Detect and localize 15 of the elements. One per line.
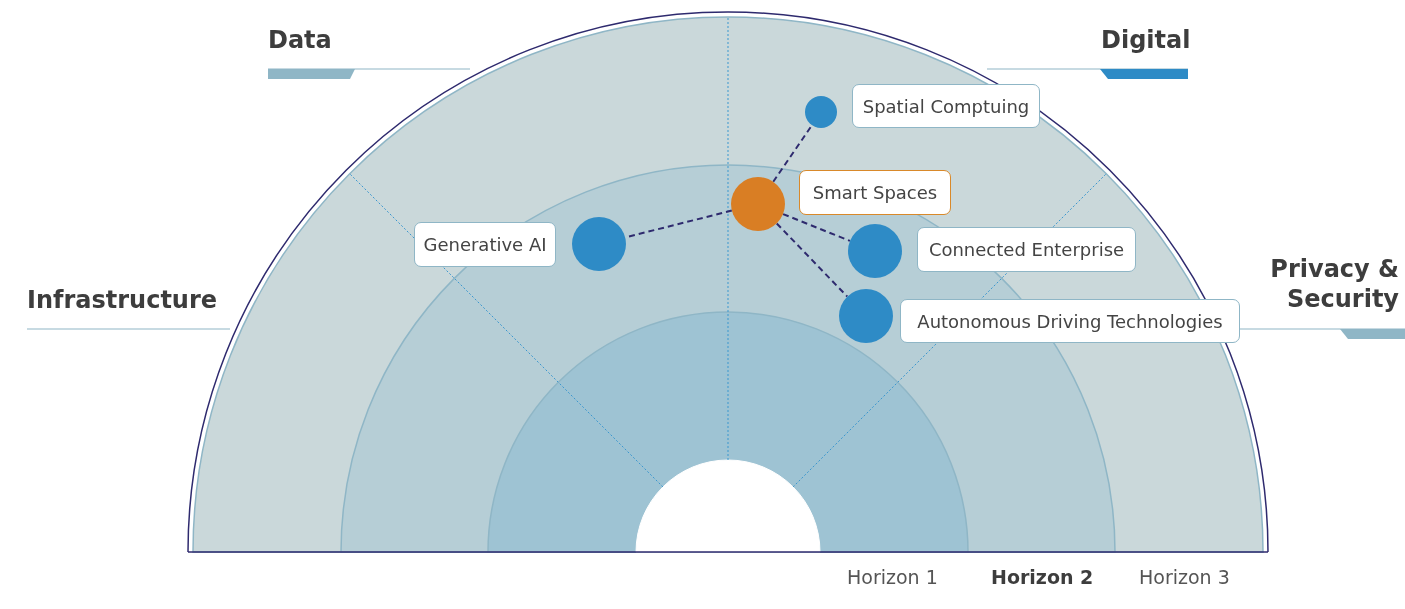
label-box: Connected Enterprise — [917, 227, 1136, 272]
label-box: Autonomous Driving Technologies — [900, 299, 1240, 343]
label-box: Smart Spaces — [799, 170, 951, 215]
sector-heading: Infrastructure — [27, 286, 218, 314]
label-box: Spatial Comptuing — [852, 84, 1040, 128]
horizon-label: Horizon 2 — [991, 566, 1094, 588]
horizon-label: Horizon 3 — [1139, 566, 1230, 588]
sector-heading: Data — [268, 26, 332, 54]
connector-line — [772, 124, 813, 183]
sector-heading: Privacy & Security — [1269, 254, 1399, 314]
label-box: Generative AI — [414, 222, 556, 267]
connector-line — [782, 213, 851, 242]
sector-heading: Digital — [1101, 26, 1191, 54]
horizon-label: Horizon 1 — [847, 566, 938, 588]
connector-line — [775, 222, 849, 298]
